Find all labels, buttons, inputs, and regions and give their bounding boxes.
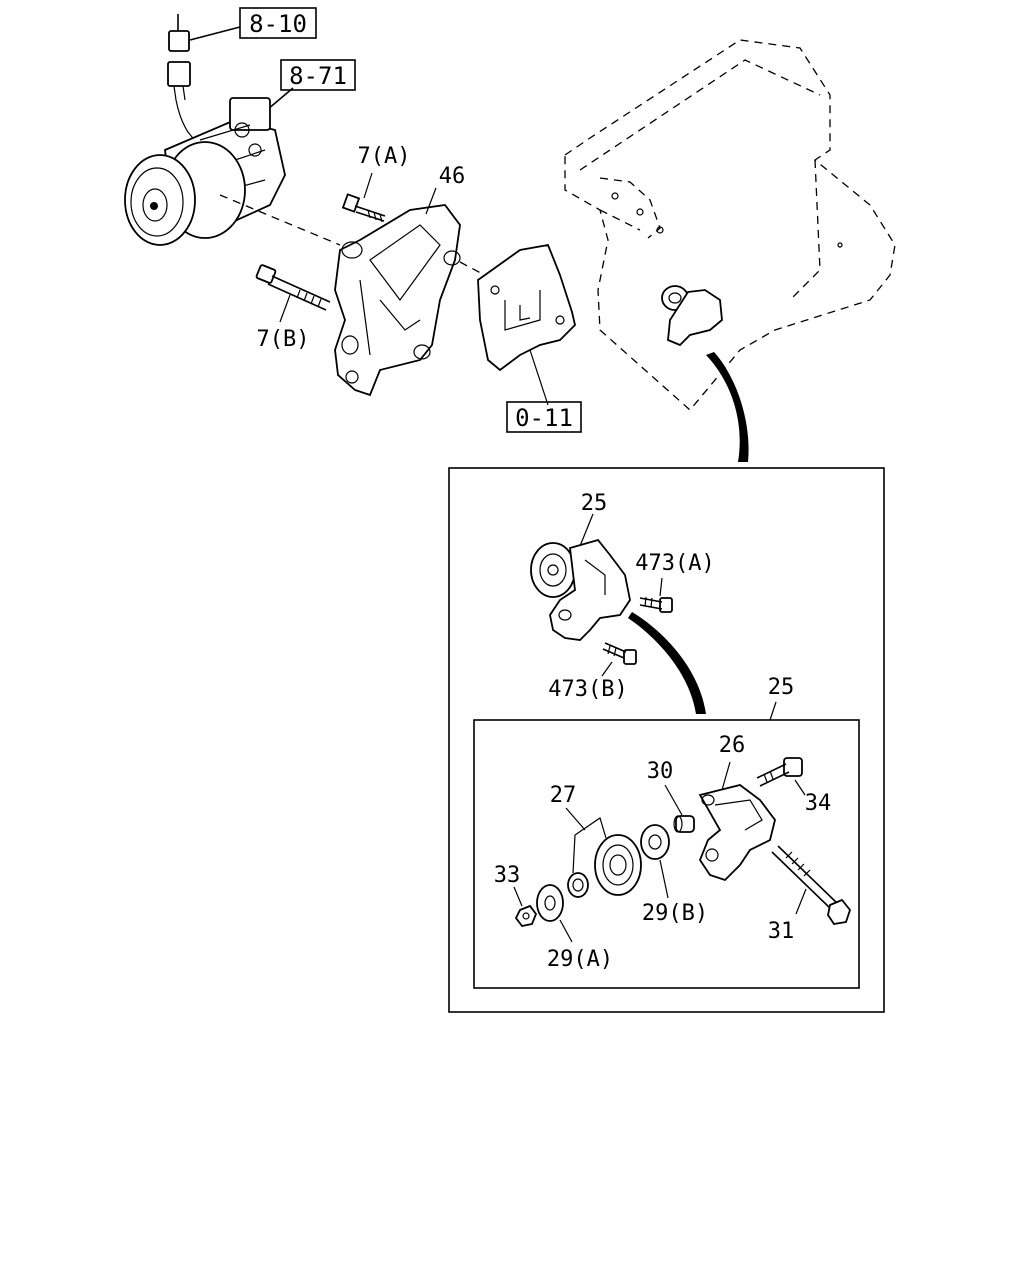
callout-31: 31	[768, 919, 795, 944]
callout-7a: 7(A)	[358, 144, 411, 169]
ref-box-8-71[interactable]: 8-71	[254, 59, 356, 121]
bolt-473a	[639, 577, 673, 613]
compressor-bracket	[334, 187, 491, 397]
callout-46: 46	[439, 164, 466, 189]
idler-pulley-27	[565, 807, 642, 898]
nut-33	[513, 886, 538, 927]
callout-26: 26	[719, 733, 746, 758]
callout-34: 34	[805, 791, 832, 816]
ac-compressor	[124, 97, 341, 246]
ref-0-11-label: 0-11	[515, 404, 573, 432]
callout-473b: 473(B)	[548, 677, 627, 702]
ref-8-71-label: 8-71	[289, 62, 347, 90]
detail-pointer-2	[628, 612, 706, 714]
bolt-7b	[255, 264, 331, 323]
detail-box-inner	[473, 719, 860, 989]
callout-25-detail: 25	[581, 491, 608, 516]
bolt-7a	[341, 172, 386, 223]
callout-33: 33	[494, 863, 521, 888]
washer-29b	[640, 824, 670, 899]
callout-30: 30	[647, 759, 674, 784]
callout-25-sub: 25	[768, 675, 795, 700]
tensioner-assembly	[530, 513, 631, 641]
washer-29a	[536, 884, 573, 943]
bolt-31	[771, 845, 852, 925]
detail-box-outer	[448, 467, 885, 1013]
callout-27: 27	[550, 783, 577, 808]
ref-box-8-10[interactable]: 8-10	[189, 7, 317, 41]
bolt-473b	[601, 642, 637, 677]
ref-8-10-label: 8-10	[249, 10, 307, 38]
mounting-plate	[477, 243, 576, 406]
callout-29b: 29(B)	[642, 901, 708, 926]
engine-block	[564, 39, 896, 411]
bolt-34	[756, 757, 806, 796]
callout-473a: 473(A)	[635, 551, 714, 576]
tensioner-bracket	[698, 761, 776, 882]
callout-7b: 7(B)	[257, 327, 310, 352]
spacer-30	[664, 784, 695, 833]
ref-box-0-11[interactable]: 0-11	[506, 401, 582, 433]
callout-29a: 29(A)	[547, 947, 613, 972]
detail-pointer-1	[706, 352, 749, 462]
